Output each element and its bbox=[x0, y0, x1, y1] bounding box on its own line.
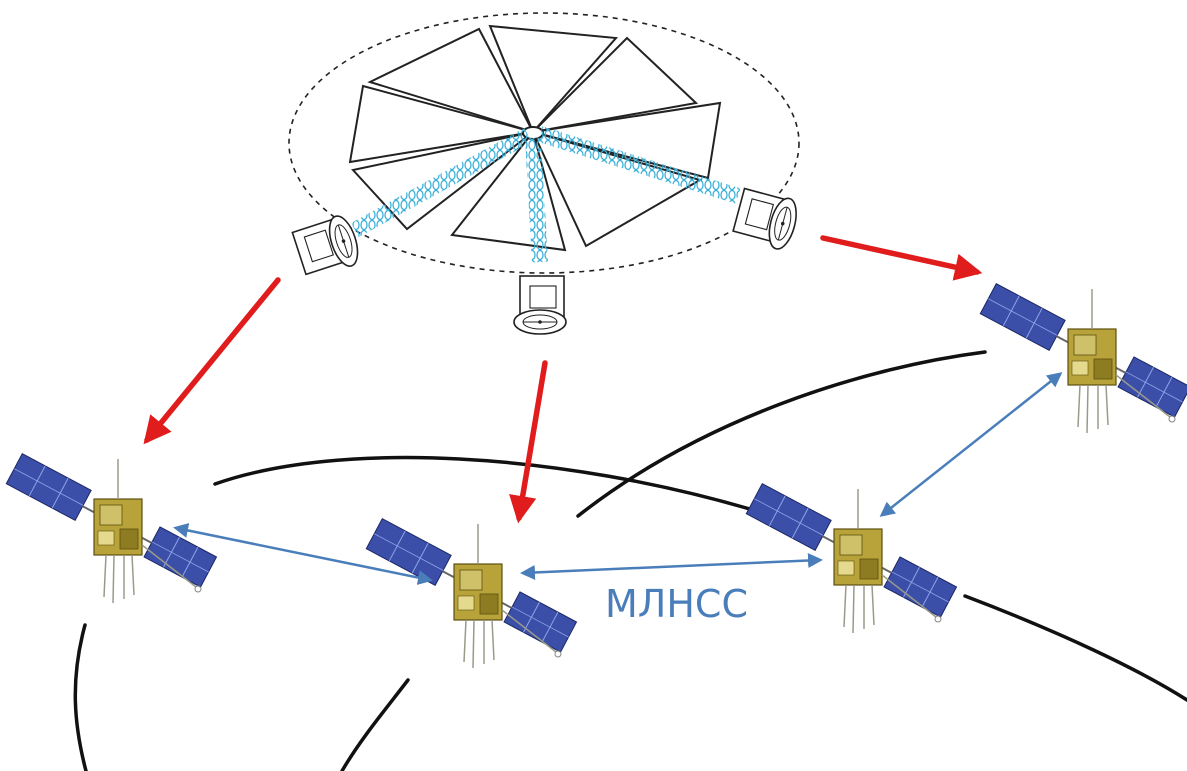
link-center-rightmid bbox=[520, 553, 823, 580]
sail-segment bbox=[367, 27, 535, 134]
link-rightmid-righttop bbox=[879, 372, 1063, 517]
satellite-center bbox=[365, 517, 578, 669]
network-label: МЛНСС bbox=[605, 582, 748, 626]
orbit-center-lower bbox=[340, 678, 410, 771]
canister-right bbox=[730, 185, 802, 253]
inter-satellite-links bbox=[173, 372, 1063, 585]
orbit-right-lower bbox=[963, 594, 1187, 702]
canister-center bbox=[513, 275, 567, 335]
deployment-arrows bbox=[143, 235, 983, 524]
deploy-arrow-center bbox=[509, 360, 548, 524]
orbit-left-lower bbox=[73, 623, 88, 771]
tethers bbox=[351, 126, 741, 263]
satellite-right-mid bbox=[745, 482, 958, 634]
deploy-arrow-left bbox=[143, 277, 281, 445]
deploy-arrow-right bbox=[820, 235, 983, 281]
orbit-rising bbox=[576, 350, 987, 518]
sail-segment bbox=[348, 84, 534, 164]
satellite-left bbox=[5, 452, 218, 604]
tether-right bbox=[537, 126, 741, 204]
sail-segment bbox=[530, 36, 699, 134]
satellite-right-top bbox=[979, 282, 1187, 434]
orbit-middle bbox=[213, 455, 762, 514]
deployment-boundary bbox=[288, 12, 800, 274]
sail-segment bbox=[488, 24, 619, 134]
link-left-center bbox=[173, 523, 433, 585]
tether-left bbox=[351, 127, 532, 238]
tether-center bbox=[525, 137, 548, 263]
orbit-lines bbox=[73, 350, 1187, 771]
